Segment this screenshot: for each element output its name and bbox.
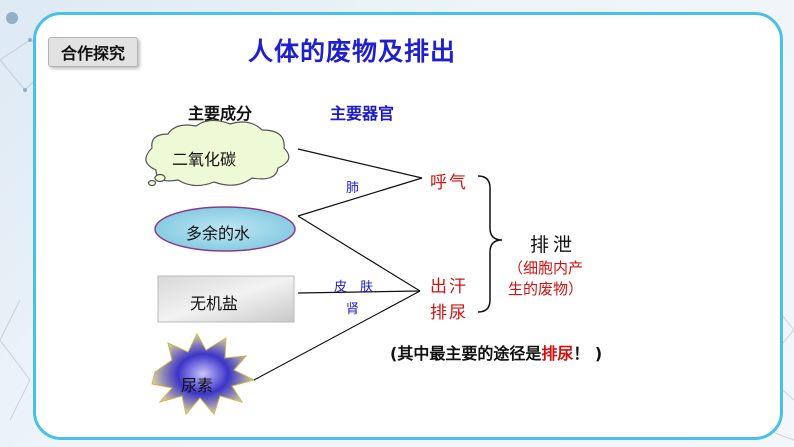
main-route-note: (其中最主要的途径是排尿！ ) [390, 340, 602, 364]
component-water: 多余的水 [186, 220, 250, 244]
brace [478, 176, 502, 312]
note-highlight: 排尿 [541, 344, 573, 363]
component-salt: 无机盐 [190, 290, 238, 314]
component-co2: 二氧化碳 [172, 146, 236, 170]
excretion-explanation: （细胞内产 生的废物） [508, 258, 583, 300]
explain-line-2: 生的废物） [508, 279, 583, 300]
route-breathe: 呼气 [430, 168, 468, 193]
route-urinate: 排尿 [430, 298, 468, 323]
organ-lung: 肺 [346, 177, 359, 196]
organ-kidney: 肾 [346, 298, 359, 317]
organ-skin: 皮 肤 [334, 276, 373, 295]
note-suffix: ！ ) [573, 344, 602, 363]
component-urea: 尿素 [181, 372, 213, 396]
explain-line-1: （细胞内产 [508, 258, 583, 279]
note-prefix: (其中最主要的途径是 [390, 344, 541, 363]
excretion-label: 排泄 [530, 230, 576, 257]
route-sweat: 出汗 [430, 272, 468, 297]
